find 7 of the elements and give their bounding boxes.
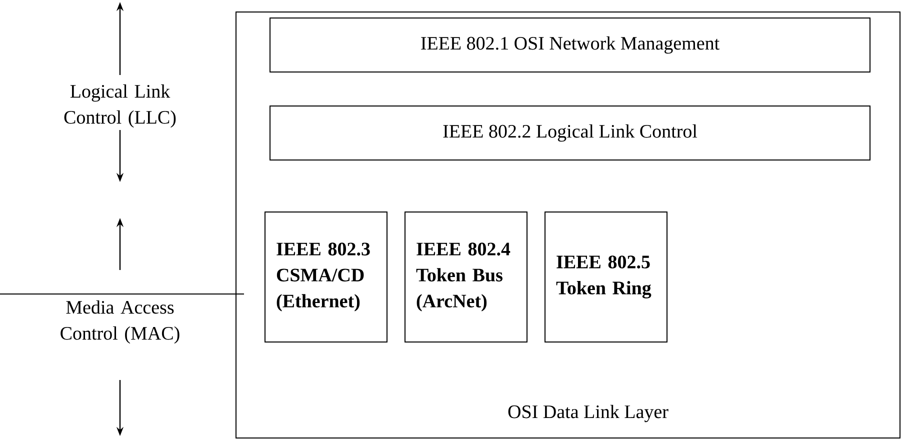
- standard-box: IEEE 802.3 CSMA/CD (Ethernet): [264, 212, 388, 342]
- layer-label: Media Access Control (MAC): [60, 300, 180, 344]
- standard-box: IEEE 802.1 OSI Network Management: [270, 18, 870, 72]
- layer-label: Logical Link Control (LLC): [64, 84, 176, 128]
- standard-box: IEEE 802.2 Logical Link Control: [270, 106, 870, 160]
- standard-box: IEEE 802.5 Token Ring: [544, 212, 668, 342]
- standard-box: IEEE 802.4 Token Bus (ArcNet): [404, 212, 528, 342]
